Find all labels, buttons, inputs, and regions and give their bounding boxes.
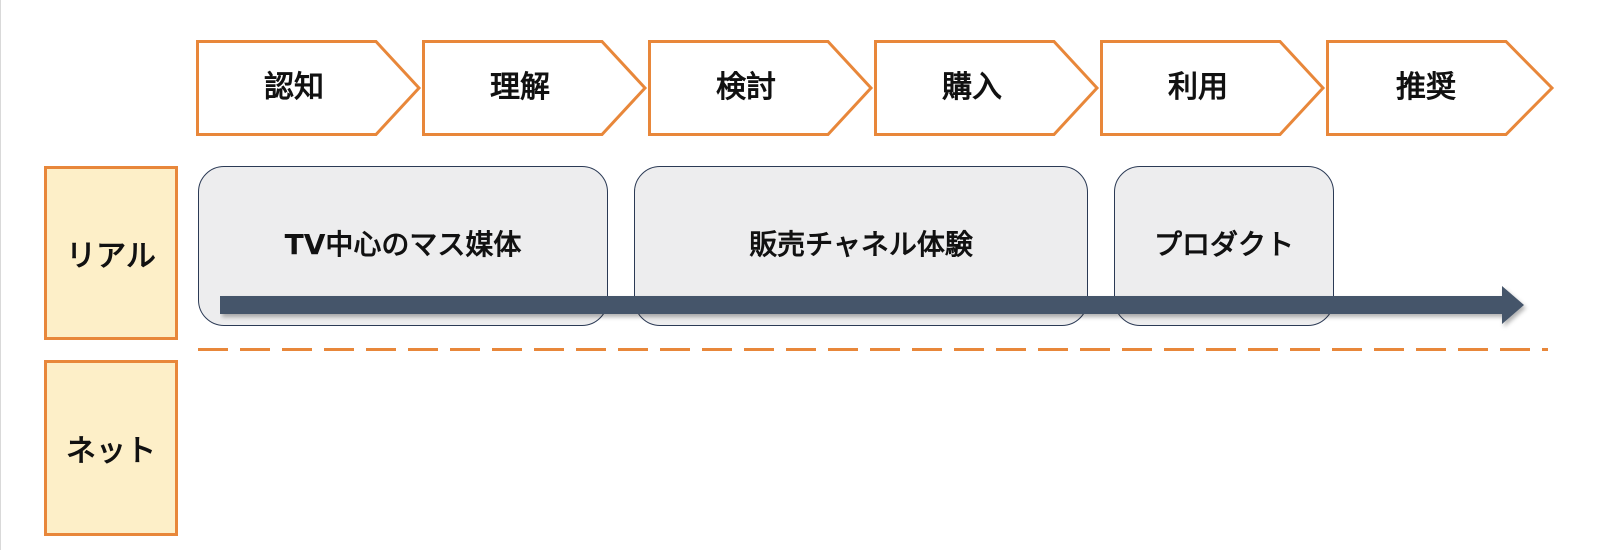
page-left-border	[0, 0, 1, 550]
chevron-shape	[1100, 40, 1326, 136]
flow-arrow-right	[220, 286, 1524, 324]
touchpoint-label-product: プロダクト	[1153, 228, 1294, 261]
stage-label-understanding: 理解	[490, 70, 550, 105]
row-divider-dashed-line	[198, 348, 1548, 351]
touchpoint-label-sales-channel: 販売チャネル体験	[749, 228, 973, 261]
chevron-shape	[1326, 40, 1555, 136]
chevron-shape	[422, 40, 648, 136]
stage-chevron-usage: 利用	[1100, 40, 1326, 136]
stage-chevron-purchase: 購入	[874, 40, 1100, 136]
stage-label-awareness: 認知	[264, 70, 324, 105]
stage-label-usage: 利用	[1168, 70, 1228, 105]
touchpoint-label-mass-media: TV中心のマス媒体	[284, 228, 522, 261]
stage-chevron-consideration: 検討	[648, 40, 874, 136]
stage-label-purchase: 購入	[942, 70, 1002, 105]
row-label-net: ネット	[44, 360, 178, 536]
chevron-shape	[648, 40, 874, 136]
stage-chevron-understanding: 理解	[422, 40, 648, 136]
stage-chevron-recommendation: 推奨	[1326, 40, 1556, 136]
stage-label-consideration: 検討	[716, 70, 776, 105]
chevron-shape	[196, 40, 422, 136]
chevron-shape	[874, 40, 1100, 136]
row-label-real: リアル	[44, 166, 178, 340]
stage-chevron-awareness: 認知	[196, 40, 422, 136]
stage-label-recommendation: 推奨	[1396, 70, 1456, 105]
